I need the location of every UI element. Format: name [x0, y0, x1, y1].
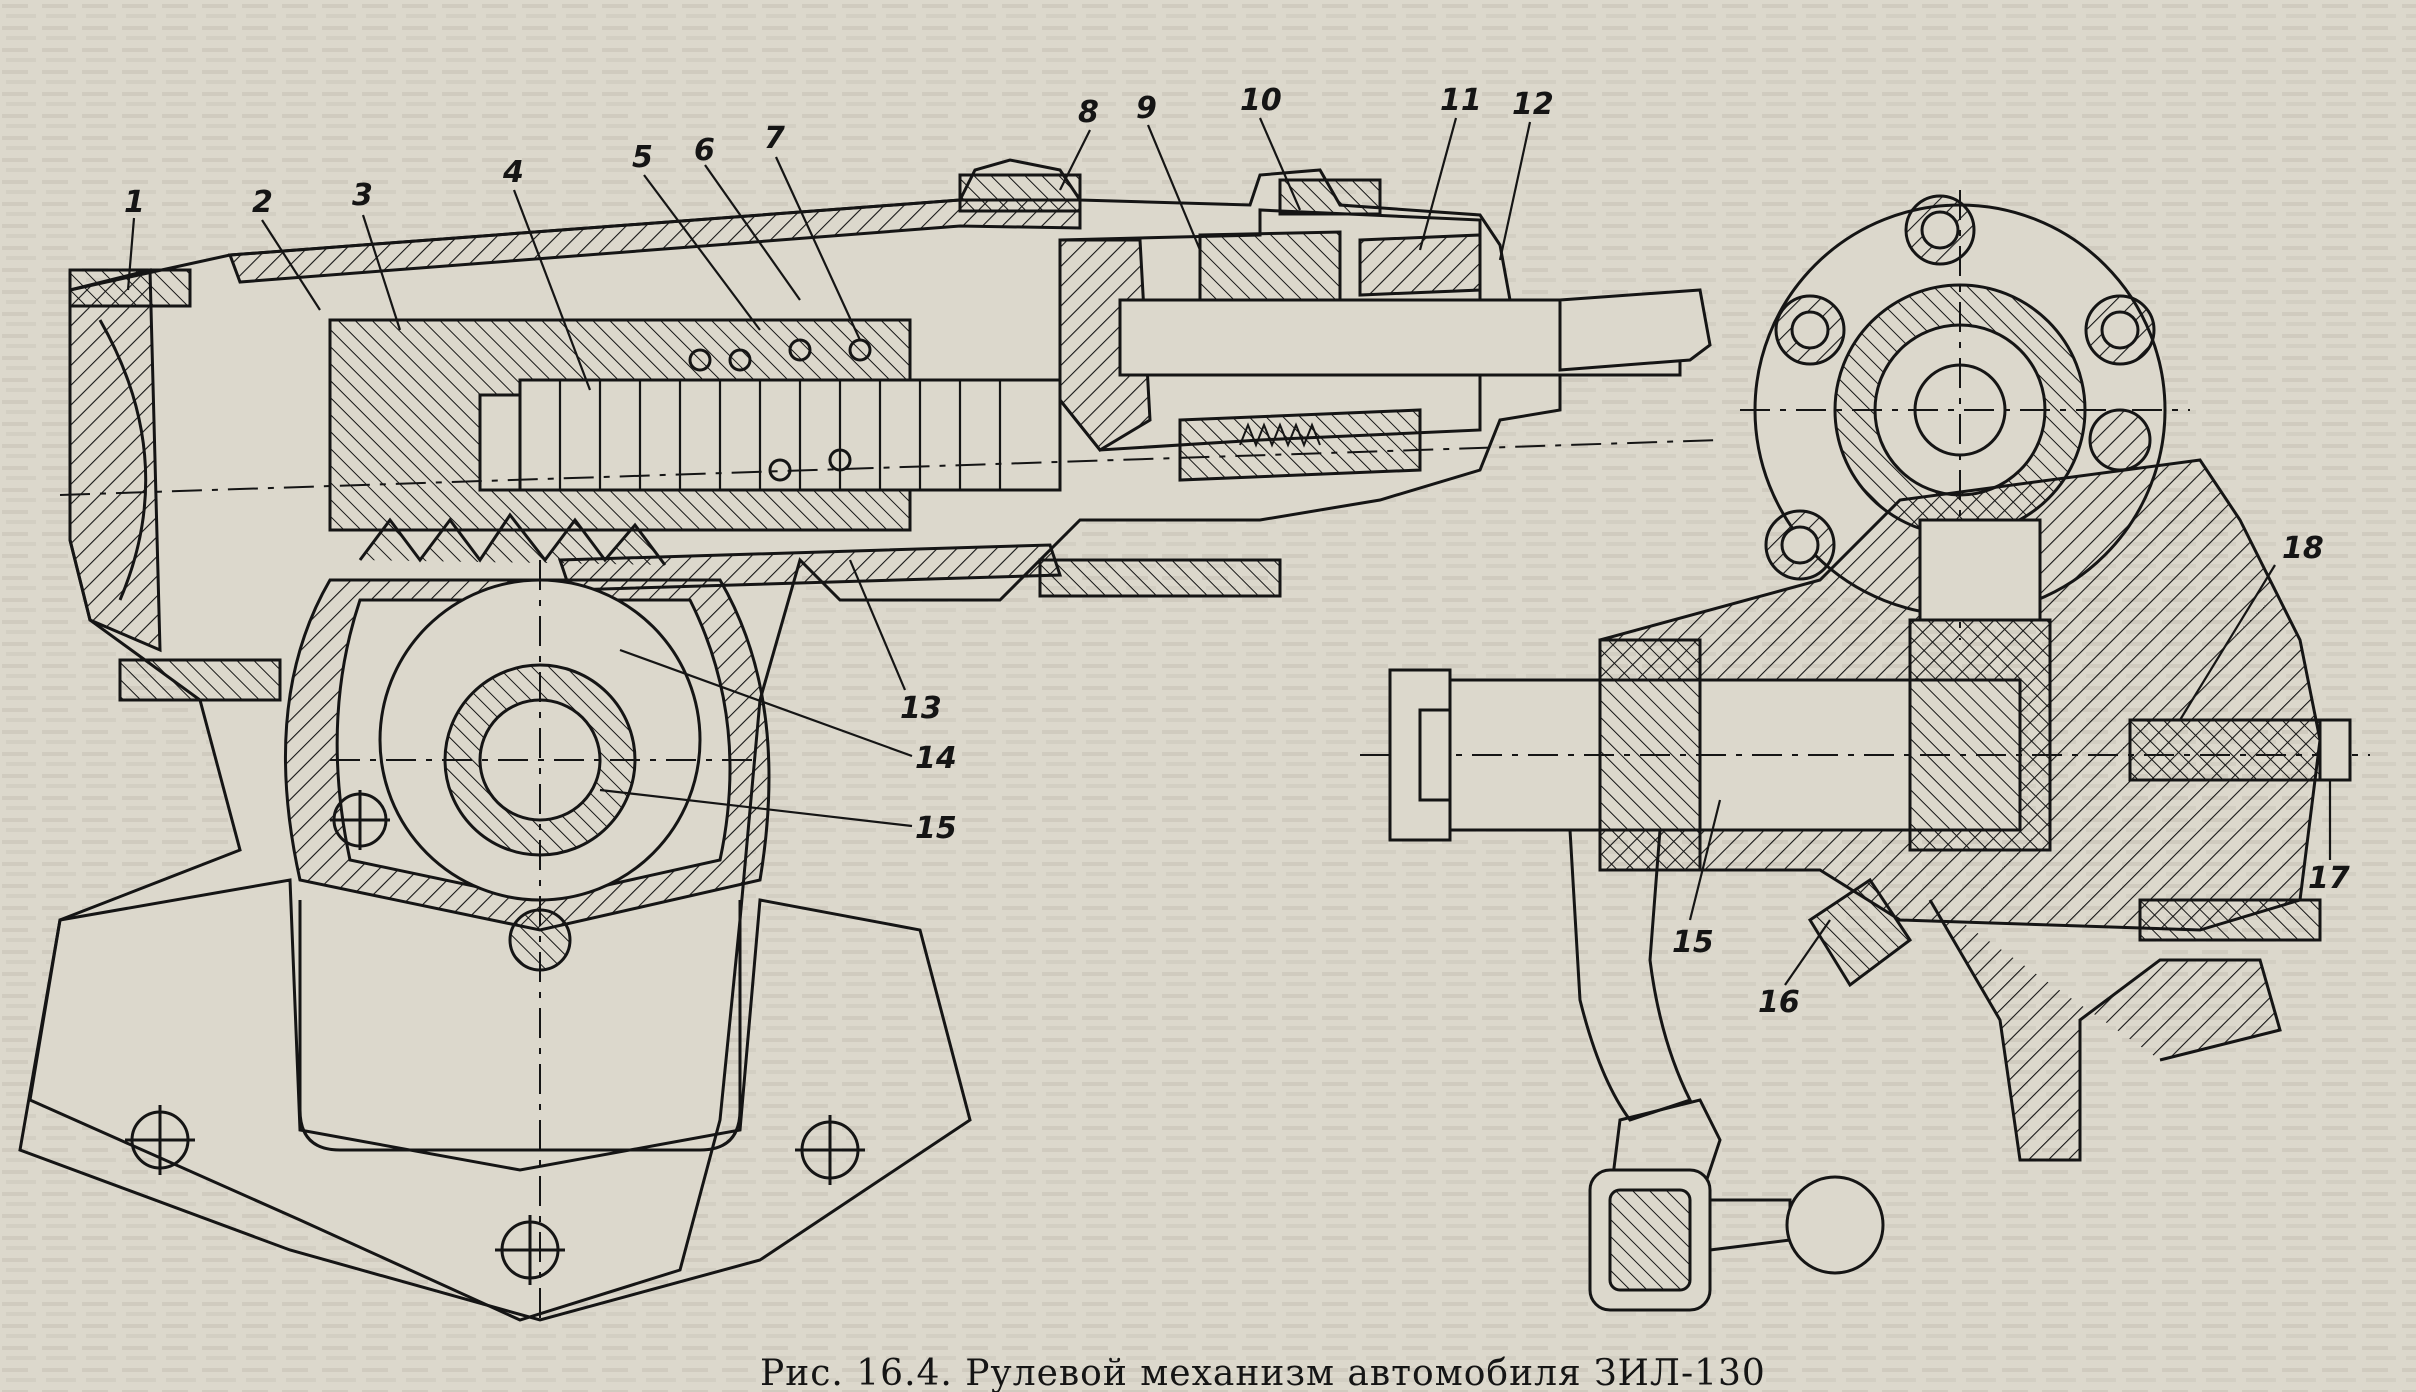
- callout-13: 13: [900, 691, 942, 726]
- callout-7: 7: [764, 121, 785, 156]
- callout-17: 17: [2308, 861, 2350, 896]
- callout-9: 9: [1136, 91, 1157, 126]
- callout-leaders: [126, 117, 2332, 986]
- callout-labels: 1 2 3 4 5 6 7 8 9 10 11 12 13 14 15 15 1…: [124, 83, 2350, 1020]
- callout-15: 15: [915, 811, 957, 846]
- callout-1: 1: [124, 185, 145, 220]
- callout-2: 2: [252, 185, 273, 220]
- figure-caption: Рис. 16.4. Рулевой механизм автомобиля З…: [760, 1353, 1766, 1392]
- callout-3: 3: [352, 178, 373, 213]
- callout-10: 10: [1240, 83, 1282, 118]
- callout-5: 5: [632, 140, 653, 175]
- callout-8: 8: [1078, 95, 1099, 130]
- callout-15-right: 15: [1672, 925, 1714, 960]
- left-section-view: [18, 158, 1721, 1322]
- callout-16: 16: [1758, 985, 1800, 1020]
- callout-14: 14: [915, 741, 957, 776]
- callout-12: 12: [1512, 87, 1554, 122]
- callout-18: 18: [2282, 531, 2324, 566]
- right-section-view: [1360, 190, 2370, 1312]
- callout-4: 4: [502, 155, 524, 190]
- callout-6: 6: [694, 133, 715, 168]
- callout-11: 11: [1440, 83, 1482, 118]
